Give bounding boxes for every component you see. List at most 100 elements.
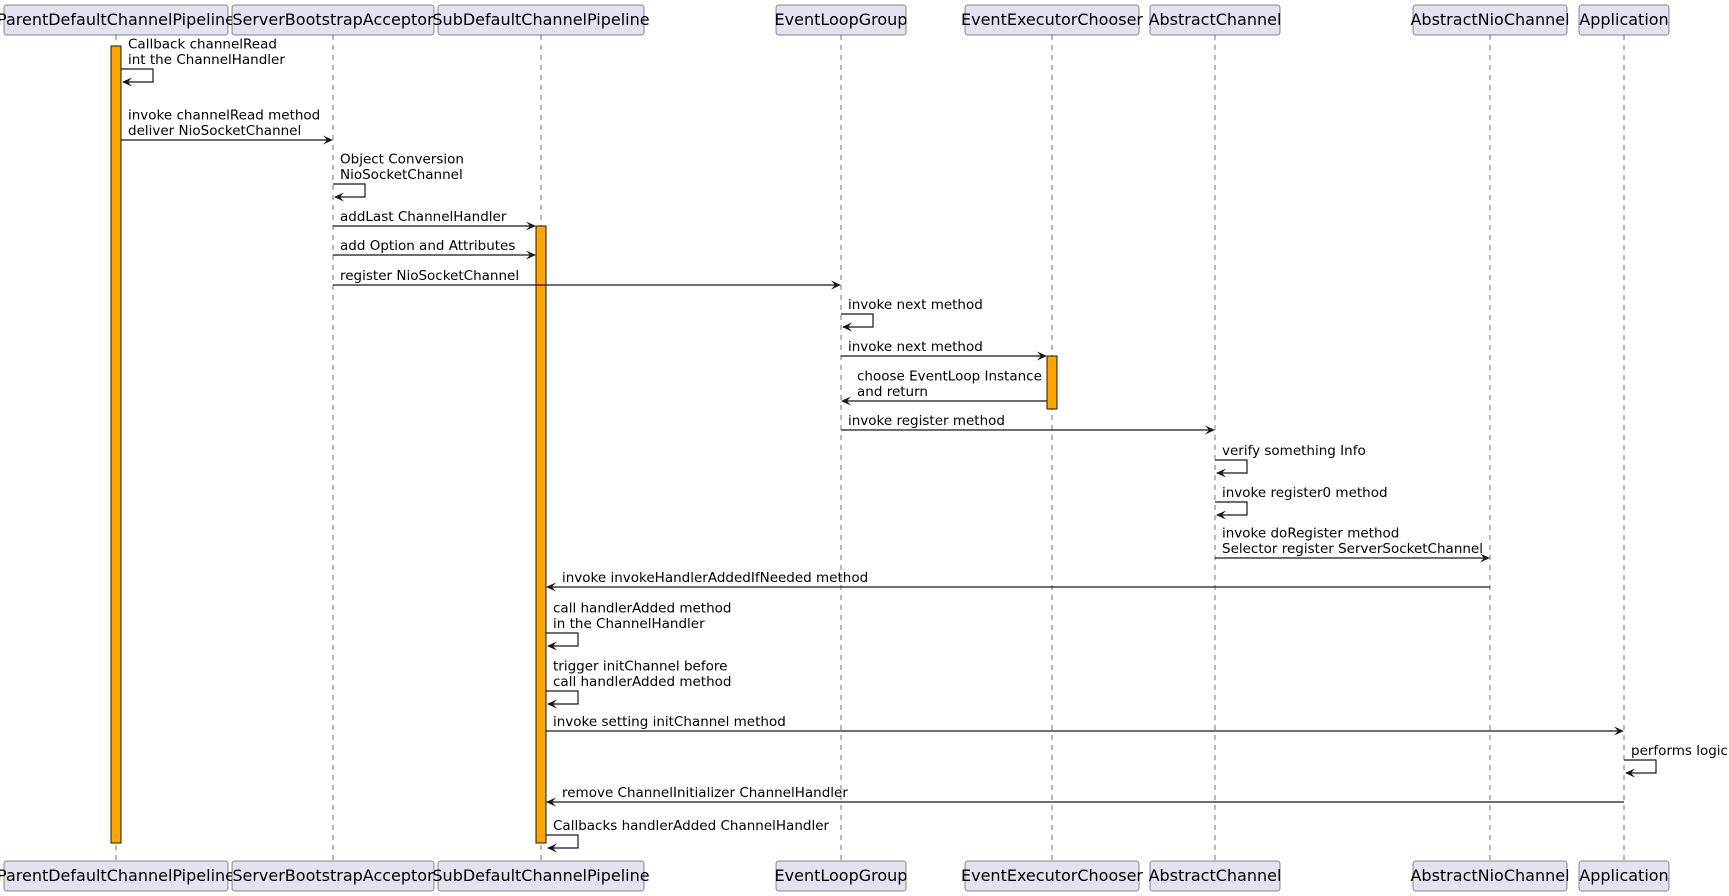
message-label: invoke channelRead method [128,108,320,124]
message-2: invoke channelRead method deliver NioSoc… [121,108,333,145]
participant-top-event-executor-chooser: EventExecutorChooser [961,4,1143,36]
participant-label: ServerBootstrapAcceptor [232,10,434,29]
participant-box [1412,860,1568,892]
message-label: performs logic [1631,743,1728,759]
message-10: invoke register method [841,413,1215,435]
participant-label: SubDefaultChannelPipeline [432,866,649,885]
participant-label: EventExecutorChooser [961,10,1143,29]
arrowhead [547,641,557,651]
participant-label: AbstractNioChannel [1410,866,1569,885]
participant-bottom-event-executor-chooser: EventExecutorChooser [961,860,1143,892]
message-label: invoke setting initChannel method [553,714,786,730]
arrowhead [841,396,851,406]
arrowhead [1480,553,1490,563]
message-18: performs logic [1624,743,1728,778]
participant-bottom-sub-default-channel-pipeline: SubDefaultChannelPipeline [432,860,650,892]
arrowhead [546,582,556,592]
participant-box [1578,860,1670,892]
participant-bottom-abstract-nio-channel: AbstractNioChannel [1410,860,1570,892]
arrowhead [323,135,333,145]
participant-box [231,860,435,892]
message-label: choose EventLoop Instance [857,369,1042,385]
arrowhead [546,797,556,807]
arrowhead [831,280,841,290]
message-label: Callbacks handlerAdded ChannelHandler [553,818,830,834]
participant-box [231,4,435,36]
participant-box [1578,4,1670,36]
arrowhead [1216,468,1226,478]
participant-bottom-event-loop-group: EventLoopGroup [775,860,908,892]
participant-label: ServerBootstrapAcceptor [232,866,434,885]
participant-box [964,4,1140,36]
participant-bottom-abstract-channel: AbstractChannel [1149,860,1282,892]
participant-label: AbstractChannel [1149,10,1282,29]
message-line [121,68,154,83]
message-7: invoke next method [841,297,983,332]
message-label: in the ChannelHandler [553,616,705,632]
arrowhead [547,699,557,709]
message-label: invoke register0 method [1222,485,1388,501]
participant-box [775,4,907,36]
participant-label: ParentDefaultChannelPipeline [0,10,235,29]
message-label: Object Conversion [340,152,464,168]
message-label: add Option and Attributes [340,238,515,254]
participant-label: ParentDefaultChannelPipeline [0,866,235,885]
arrowhead [1037,351,1047,361]
activation-bar-parent-default-channel-pipeline [110,45,122,844]
message-label: Selector register ServerSocketChannel [1222,541,1483,557]
message-label: Callback channelRead [128,37,277,53]
participant-box [1149,860,1281,892]
arrowhead [526,221,536,231]
message-label: addLast ChannelHandler [340,209,507,225]
participants-top: ParentDefaultChannelPipelineServerBootst… [0,4,1670,36]
message-label: invoke next method [848,339,983,355]
participant-box [1412,4,1568,36]
message-line [333,183,366,198]
participant-top-server-bootstrap-acceptor: ServerBootstrapAcceptor [231,4,435,36]
arrowhead [122,77,132,87]
participant-top-sub-default-channel-pipeline: SubDefaultChannelPipeline [432,4,650,36]
message-label: NioSocketChannel [340,167,463,183]
participant-label: AbstractChannel [1149,866,1282,885]
activation-bar-sub-default-channel-pipeline [535,225,547,844]
arrowhead [526,250,536,260]
activations [110,45,1058,844]
participant-label: SubDefaultChannelPipeline [432,10,649,29]
message-12: invoke register0 method [1215,485,1388,520]
participant-box [775,860,907,892]
arrowhead [547,843,557,853]
message-label: int the ChannelHandler [128,52,285,68]
message-5: add Option and Attributes [333,238,536,260]
message-6: register NioSocketChannel [333,268,841,290]
message-line [1624,759,1657,774]
message-line [546,834,579,849]
participant-label: Application [1579,10,1668,29]
activation-bar-event-executor-chooser [1046,355,1058,410]
message-label: trigger initChannel before [553,659,727,675]
participant-label: AbstractNioChannel [1410,10,1569,29]
message-label: remove ChannelInitializer ChannelHandler [562,785,848,801]
message-label: register NioSocketChannel [340,268,519,284]
message-line [546,632,579,647]
participant-top-event-loop-group: EventLoopGroup [775,4,907,36]
arrowhead [1205,425,1215,435]
participant-box [437,860,645,892]
message-17: invoke setting initChannel method [546,714,1624,736]
message-label: invoke register method [848,413,1005,429]
arrowhead [334,192,344,202]
participant-box [1149,4,1281,36]
participant-box [3,860,229,892]
message-label: call handlerAdded method [553,674,732,690]
participant-box [437,4,645,36]
participant-box [3,4,229,36]
message-label: invoke invokeHandlerAddedIfNeeded method [562,570,868,586]
message-line [546,690,579,705]
message-14: invoke invokeHandlerAddedIfNeeded method [546,570,1490,592]
participant-label: EventLoopGroup [775,866,908,885]
